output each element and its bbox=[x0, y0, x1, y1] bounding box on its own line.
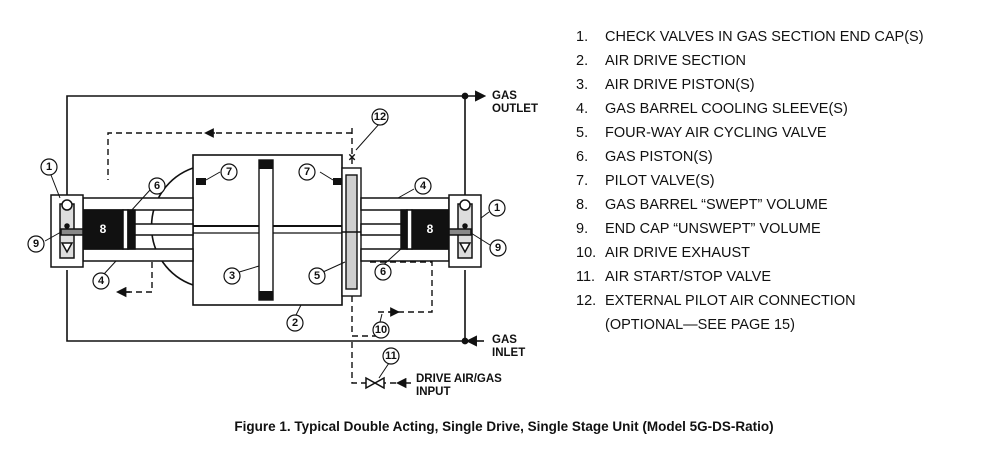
legend-number: 5. bbox=[576, 125, 589, 141]
gas-piping bbox=[66, 90, 487, 347]
callout-9-left: 9 bbox=[33, 238, 39, 250]
legend-text: PILOT VALVE(S) bbox=[605, 173, 715, 189]
legend-text: AIR DRIVE PISTON(S) bbox=[605, 77, 755, 93]
legend-list: 1. CHECK VALVES IN GAS SECTION END CAP(S)… bbox=[576, 27, 996, 337]
legend-number: 9. bbox=[576, 221, 589, 237]
gas-inlet-label: GAS bbox=[492, 334, 517, 346]
legend-text: END CAP “UNSWEPT” VOLUME bbox=[605, 221, 821, 237]
callout-2: 2 bbox=[292, 317, 298, 329]
legend-item-12-note: (OPTIONAL—SEE PAGE 15) bbox=[576, 315, 996, 337]
legend-item-10: 10. AIR DRIVE EXHAUST bbox=[576, 243, 996, 267]
figure-caption: Figure 1. Typical Double Acting, Single … bbox=[234, 419, 774, 434]
legend-text: AIR DRIVE EXHAUST bbox=[605, 245, 751, 261]
legend-text: GAS PISTON(S) bbox=[605, 149, 713, 165]
legend-text: EXTERNAL PILOT AIR CONNECTION bbox=[605, 293, 856, 309]
callout-1-left: 1 bbox=[46, 161, 52, 173]
gas-barrel-right bbox=[360, 197, 450, 262]
legend-number: 1. bbox=[576, 29, 589, 45]
end-cap-right bbox=[448, 194, 482, 268]
callout-3: 3 bbox=[229, 270, 235, 282]
callout-5: 5 bbox=[314, 270, 320, 282]
legend-text: FOUR-WAY AIR CYCLING VALVE bbox=[605, 125, 827, 141]
callout-7-left: 7 bbox=[226, 166, 232, 178]
gas-inlet-label-2: INLET bbox=[492, 347, 525, 359]
legend-item-6: 6. GAS PISTON(S) bbox=[576, 147, 996, 171]
start-stop-valve bbox=[365, 376, 385, 390]
legend-item-4: 4. GAS BARREL COOLING SLEEVE(S) bbox=[576, 99, 996, 123]
callout-4-right: 4 bbox=[420, 180, 427, 192]
callout-1-right: 1 bbox=[494, 202, 500, 214]
gas-outlet-label-2: OUTLET bbox=[492, 103, 538, 115]
legend-number: 11. bbox=[576, 269, 596, 285]
legend-item-7: 7. PILOT VALVE(S) bbox=[576, 171, 996, 195]
legend-item-5: 5. FOUR-WAY AIR CYCLING VALVE bbox=[576, 123, 996, 147]
legend-item-9: 9. END CAP “UNSWEPT” VOLUME bbox=[576, 219, 996, 243]
legend-text: AIR DRIVE SECTION bbox=[605, 53, 746, 69]
legend-text: GAS BARREL COOLING SLEEVE(S) bbox=[605, 101, 848, 117]
callout-8-left: 8 bbox=[100, 222, 107, 236]
legend-item-2: 2. AIR DRIVE SECTION bbox=[576, 51, 996, 75]
callout-12: 12 bbox=[374, 111, 386, 123]
pilot-valve-right bbox=[333, 178, 342, 185]
legend-item-8: 8. GAS BARREL “SWEPT” VOLUME bbox=[576, 195, 996, 219]
air-drive-piston bbox=[258, 159, 274, 301]
svg-text:×: × bbox=[348, 150, 356, 165]
legend-number: 6. bbox=[576, 149, 589, 165]
legend-number: 4. bbox=[576, 101, 589, 117]
pilot-valve-left bbox=[196, 178, 206, 185]
leader-lines bbox=[44, 122, 491, 379]
drive-input-label-2: INPUT bbox=[416, 386, 451, 398]
callout-6-left: 6 bbox=[154, 180, 160, 192]
legend-item-11: 11. AIR START/STOP VALVE bbox=[576, 267, 996, 291]
legend-number: 7. bbox=[576, 173, 589, 189]
drive-input-label: DRIVE AIR/GAS bbox=[416, 373, 502, 385]
callout-11: 11 bbox=[385, 350, 397, 362]
callout-10: 10 bbox=[375, 324, 387, 336]
legend-number: 8. bbox=[576, 197, 589, 213]
gas-outlet-label: GAS bbox=[492, 90, 517, 102]
end-cap-left bbox=[50, 194, 84, 268]
callout-7-right: 7 bbox=[304, 166, 310, 178]
callout-9-right: 9 bbox=[495, 242, 501, 254]
legend-text: GAS BARREL “SWEPT” VOLUME bbox=[605, 197, 828, 213]
four-way-valve bbox=[341, 167, 362, 297]
legend-number: 10. bbox=[576, 245, 597, 261]
callout-4-left: 4 bbox=[98, 275, 105, 287]
legend-item-1: 1. CHECK VALVES IN GAS SECTION END CAP(S) bbox=[576, 27, 996, 51]
callout-6-right: 6 bbox=[380, 266, 386, 278]
legend-number: 3. bbox=[576, 77, 589, 93]
legend-text: AIR START/STOP VALVE bbox=[605, 269, 771, 285]
callout-8-right: 8 bbox=[427, 222, 434, 236]
legend-item-3: 3. AIR DRIVE PISTON(S) bbox=[576, 75, 996, 99]
legend-text: (OPTIONAL—SEE PAGE 15) bbox=[605, 317, 795, 333]
legend-item-12: 12. EXTERNAL PILOT AIR CONNECTION bbox=[576, 291, 996, 315]
legend-number: 2. bbox=[576, 53, 589, 69]
legend-text: CHECK VALVES IN GAS SECTION END CAP(S) bbox=[605, 29, 924, 45]
legend-number: 12. bbox=[576, 293, 597, 309]
